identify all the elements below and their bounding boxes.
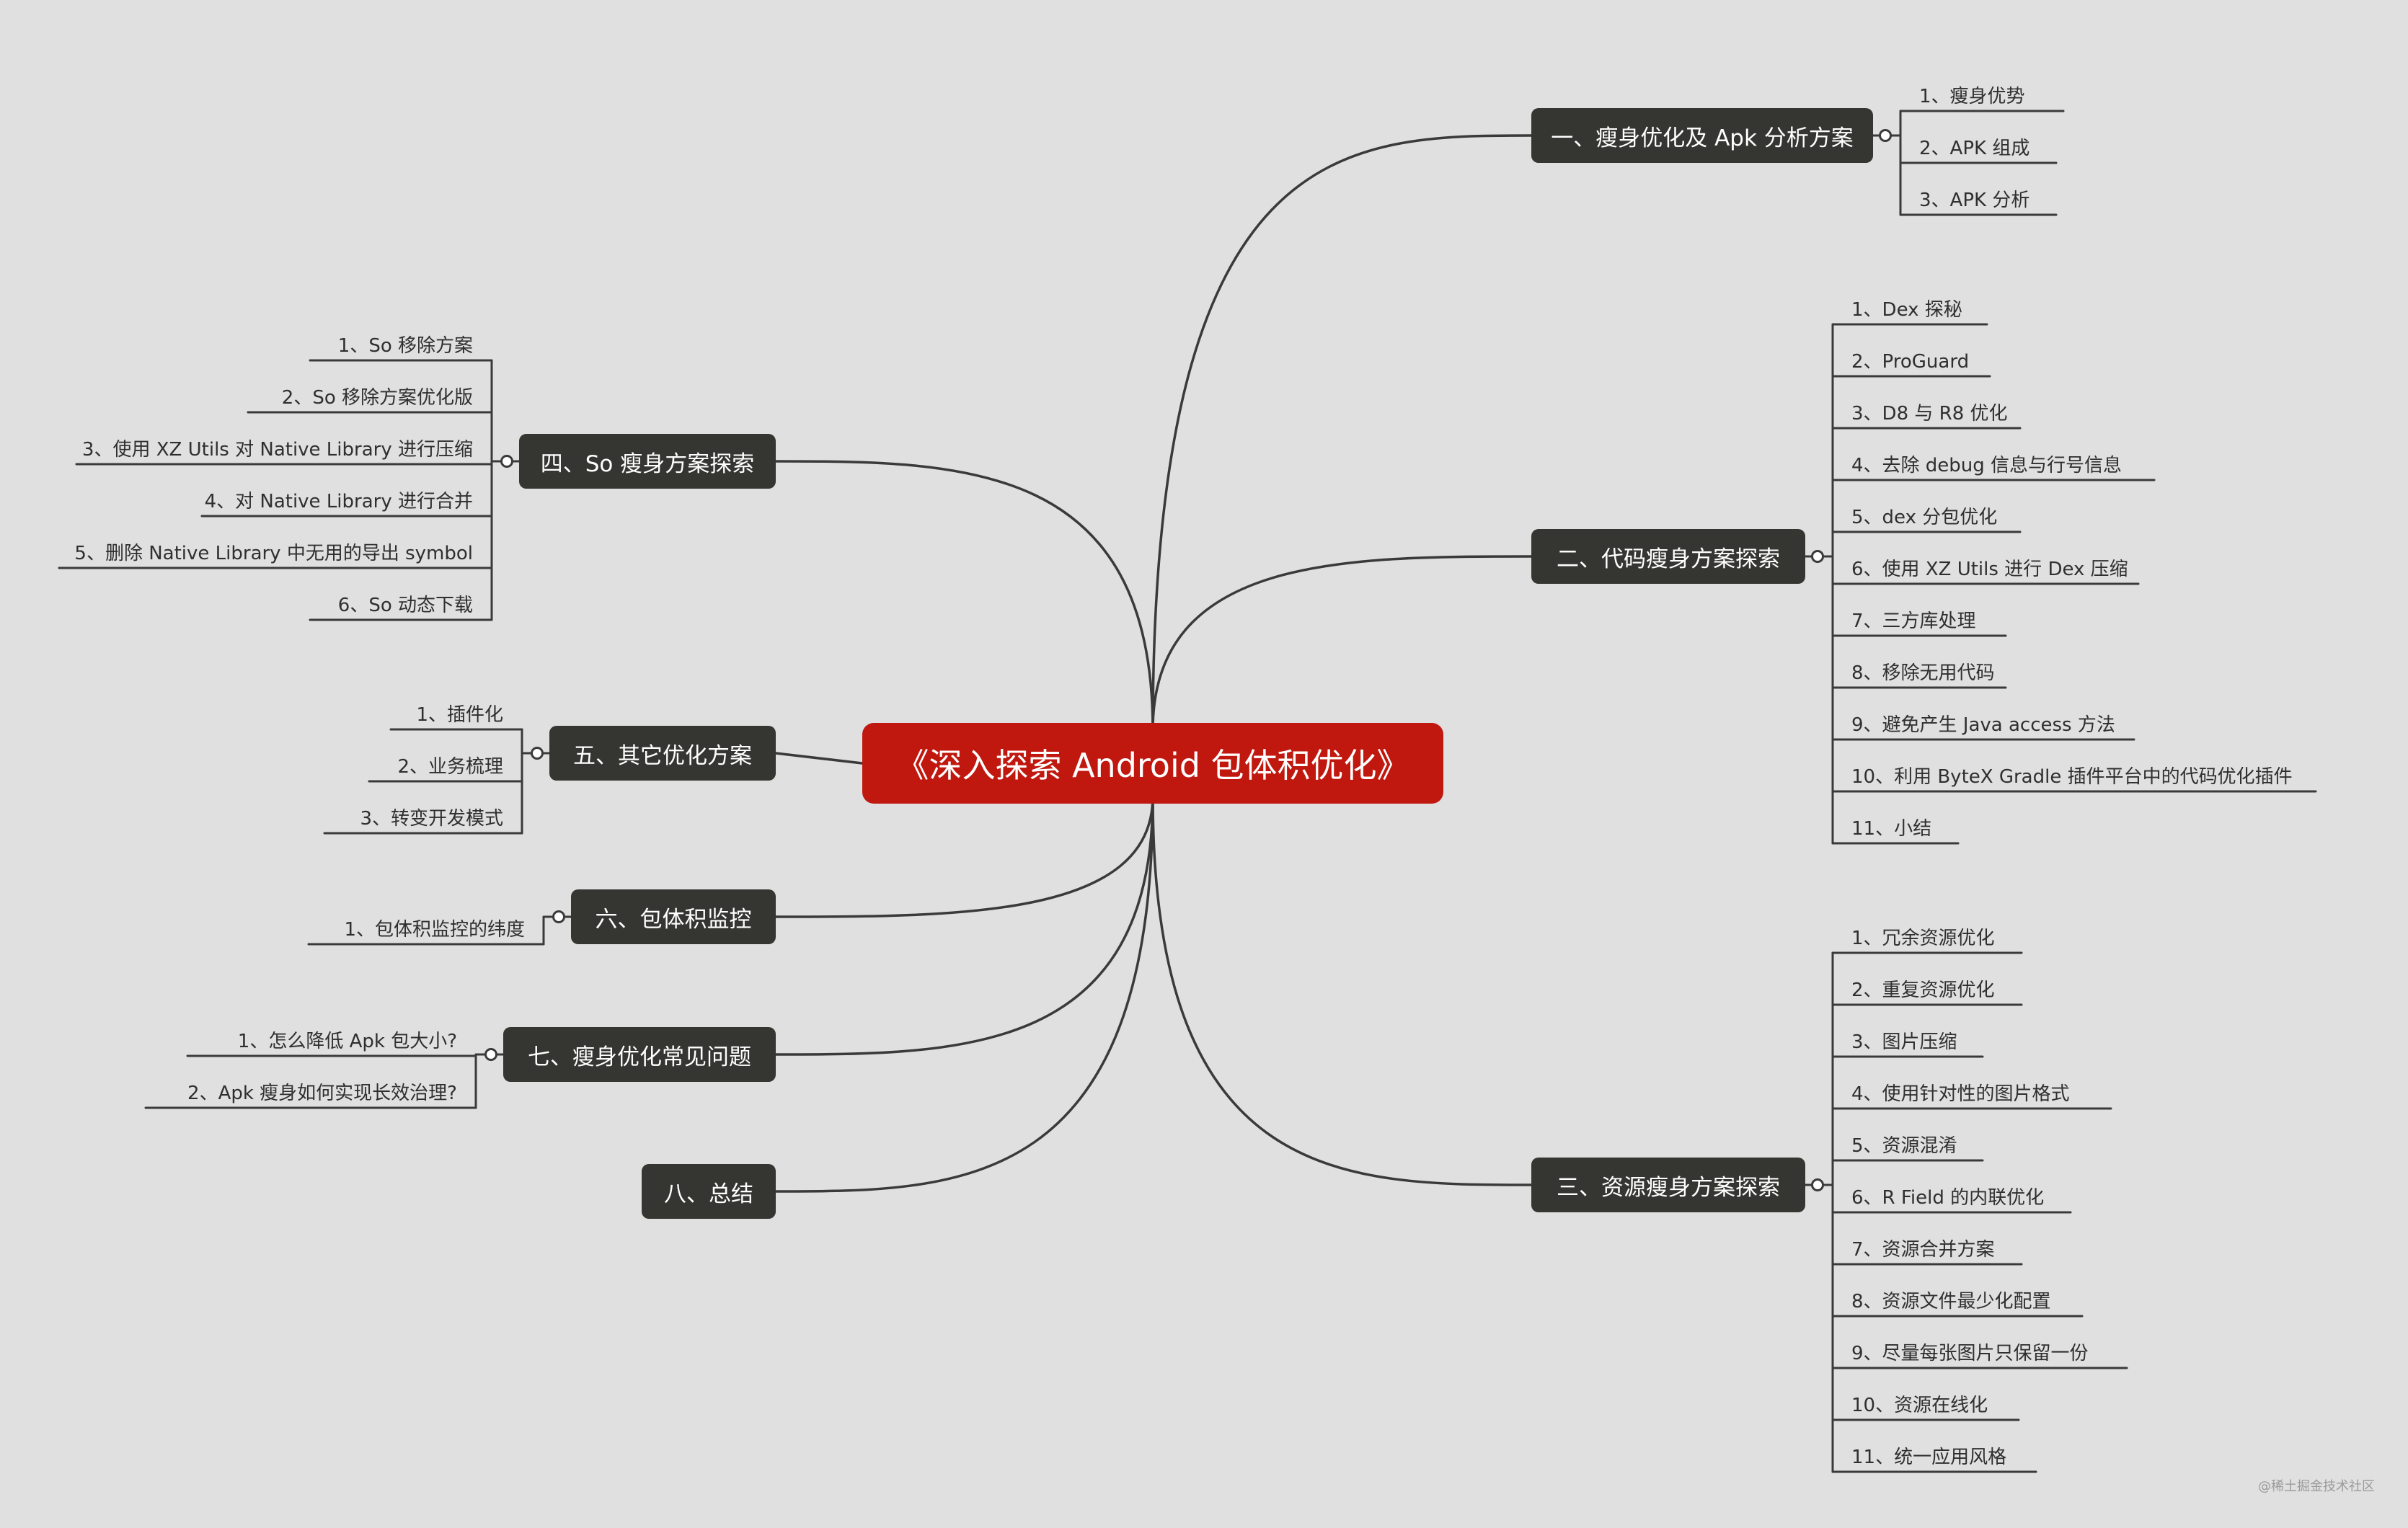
leaf-topic[interactable]: 5、删除 Native Library 中无用的导出 symbol — [74, 543, 473, 564]
branch-topic-5[interactable]: 五、其它优化方案 — [549, 726, 776, 781]
branch-topic-2[interactable]: 二、代码瘦身方案探索 — [1531, 529, 1805, 584]
leaf-topic[interactable]: 6、使用 XZ Utils 进行 Dex 压缩 — [1851, 559, 2128, 580]
collapse-toggle-icon[interactable] — [531, 747, 544, 760]
leaf-topic[interactable]: 3、图片压缩 — [1851, 1031, 1957, 1053]
leaf-topic[interactable]: 6、R Field 的内联优化 — [1851, 1187, 2045, 1209]
collapse-toggle-icon[interactable] — [1811, 550, 1824, 563]
leaf-topic[interactable]: 10、利用 ByteX Gradle 插件平台中的代码优化插件 — [1851, 766, 2293, 788]
leaf-topic[interactable]: 1、插件化 — [416, 704, 503, 726]
leaf-topic[interactable]: 3、APK 分析 — [1919, 190, 2030, 211]
leaf-topic[interactable]: 2、ProGuard — [1851, 351, 1970, 373]
branch-topic-6[interactable]: 六、包体积监控 — [571, 889, 776, 944]
leaf-topic[interactable]: 1、怎么降低 Apk 包大小? — [237, 1031, 457, 1052]
leaf-topic[interactable]: 9、尽量每张图片只保留一份 — [1851, 1343, 2089, 1364]
leaf-topic[interactable]: 1、So 移除方案 — [337, 335, 473, 357]
branch-connector-1 — [1151, 134, 1533, 732]
leaf-topic[interactable]: 7、资源合并方案 — [1851, 1239, 1995, 1261]
leaf-topic[interactable]: 3、D8 与 R8 优化 — [1851, 403, 2008, 425]
leaf-topic[interactable]: 7、三方库处理 — [1851, 610, 1976, 632]
leaf-topic[interactable]: 2、重复资源优化 — [1851, 980, 1995, 1001]
leaf-topic[interactable]: 11、小结 — [1851, 818, 1932, 840]
leaf-topic[interactable]: 6、So 动态下载 — [337, 595, 473, 616]
leaf-topic[interactable]: 2、Apk 瘦身如何实现长效治理? — [187, 1083, 457, 1104]
collapse-toggle-icon[interactable] — [500, 455, 513, 468]
branch-connector-3 — [1151, 795, 1533, 1186]
branch-connector-4 — [774, 460, 1154, 732]
branch-topic-8[interactable]: 八、总结 — [642, 1164, 776, 1219]
leaf-topic[interactable]: 8、资源文件最少化配置 — [1851, 1291, 2051, 1312]
collapse-toggle-icon[interactable] — [552, 910, 565, 923]
branch-topic-1[interactable]: 一、瘦身优化及 Apk 分析方案 — [1531, 108, 1873, 163]
collapse-toggle-icon[interactable] — [484, 1048, 497, 1061]
branch-connector-6 — [774, 795, 1154, 918]
collapse-toggle-icon[interactable] — [1879, 129, 1892, 142]
leaf-topic[interactable]: 2、So 移除方案优化版 — [281, 387, 473, 409]
branch-topic-3[interactable]: 三、资源瘦身方案探索 — [1531, 1158, 1805, 1212]
leaf-topic[interactable]: 11、统一应用风格 — [1851, 1447, 2007, 1468]
leaf-topic[interactable]: 5、dex 分包优化 — [1851, 507, 1998, 528]
leaf-topic[interactable]: 1、瘦身优势 — [1919, 86, 2025, 107]
leaf-topic[interactable]: 1、冗余资源优化 — [1851, 928, 1995, 949]
leaf-topic[interactable]: 10、资源在线化 — [1851, 1395, 1988, 1416]
branch-connector-7 — [774, 795, 1154, 1056]
leaf-topic[interactable]: 2、APK 组成 — [1919, 138, 2030, 159]
leaf-topic[interactable]: 9、避免产生 Java access 方法 — [1851, 714, 2115, 736]
branch-connector-8 — [774, 795, 1154, 1193]
leaf-topic[interactable]: 5、资源混淆 — [1851, 1135, 1957, 1157]
leaf-topic[interactable]: 4、去除 debug 信息与行号信息 — [1851, 455, 2123, 476]
branch-topic-4[interactable]: 四、So 瘦身方案探索 — [519, 434, 776, 489]
leaf-topic[interactable]: 1、包体积监控的纬度 — [344, 919, 525, 941]
branch-topic-7[interactable]: 七、瘦身优化常见问题 — [503, 1027, 776, 1082]
leaf-topic[interactable]: 8、移除无用代码 — [1851, 662, 1995, 684]
collapse-toggle-icon[interactable] — [1811, 1178, 1824, 1191]
leaf-topic[interactable]: 1、Dex 探秘 — [1851, 299, 1962, 321]
branch-connector-2 — [1151, 555, 1533, 732]
watermark: @稀土掘金技术社区 — [2258, 1479, 2375, 1494]
leaf-topic[interactable]: 3、转变开发模式 — [360, 808, 503, 830]
branch-connector-5 — [774, 752, 864, 765]
leaf-topic[interactable]: 2、业务梳理 — [397, 756, 503, 778]
leaf-topic[interactable]: 4、使用针对性的图片格式 — [1851, 1083, 2070, 1105]
root-topic[interactable]: 《深入探索 Android 包体积优化》 — [862, 723, 1443, 804]
leaf-topic[interactable]: 3、使用 XZ Utils 对 Native Library 进行压缩 — [81, 439, 473, 461]
leaf-topic[interactable]: 4、对 Native Library 进行合并 — [204, 491, 473, 512]
